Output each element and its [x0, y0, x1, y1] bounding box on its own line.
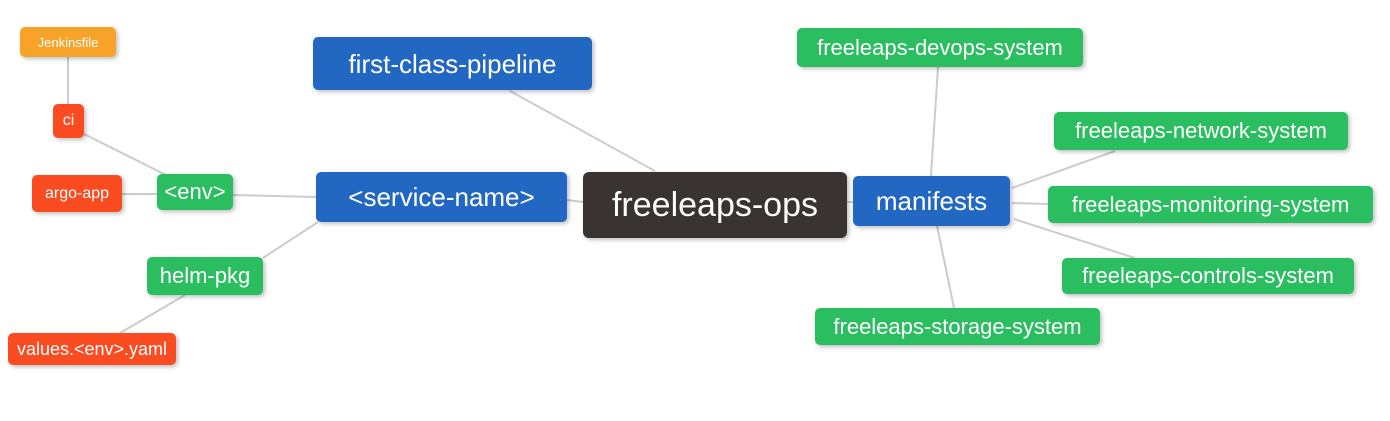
- edge-env-service: [232, 194, 317, 198]
- node-helm-pkg[interactable]: helm-pkg: [147, 257, 263, 295]
- node-freeleaps-controls-system[interactable]: freeleaps-controls-system: [1062, 258, 1354, 294]
- edge-service-root: [566, 199, 584, 203]
- node-values-env-yaml[interactable]: values.<env>.yaml: [8, 333, 176, 365]
- node-ci[interactable]: ci: [53, 104, 84, 138]
- edge-manifests-storage: [936, 225, 955, 309]
- node-first-class-pipeline[interactable]: first-class-pipeline: [313, 37, 592, 90]
- edge-manifests-monitoring: [1011, 202, 1049, 205]
- node-freeleaps-network-system[interactable]: freeleaps-network-system: [1054, 112, 1348, 150]
- node-freeleaps-monitoring-system[interactable]: freeleaps-monitoring-system: [1048, 186, 1373, 223]
- edge-service-helm-pkg: [262, 221, 319, 259]
- edge-manifests-network: [1011, 150, 1116, 189]
- node-manifests[interactable]: manifests: [853, 176, 1010, 226]
- edge-manifests-controls: [1013, 218, 1136, 259]
- edge-helm-pkg-values: [119, 294, 186, 334]
- node-freeleaps-ops-root[interactable]: freeleaps-ops: [583, 172, 847, 238]
- edge-ci-env: [83, 133, 169, 177]
- node-jenkinsfile[interactable]: Jenkinsfile: [20, 27, 116, 57]
- node-service-name[interactable]: <service-name>: [316, 172, 567, 222]
- edge-manifests-devops: [930, 66, 939, 177]
- node-env[interactable]: <env>: [157, 174, 233, 210]
- edge-fcp-root: [509, 90, 656, 172]
- node-freeleaps-devops-system[interactable]: freeleaps-devops-system: [797, 28, 1083, 67]
- node-argo-app[interactable]: argo-app: [32, 175, 122, 212]
- node-freeleaps-storage-system[interactable]: freeleaps-storage-system: [815, 308, 1100, 345]
